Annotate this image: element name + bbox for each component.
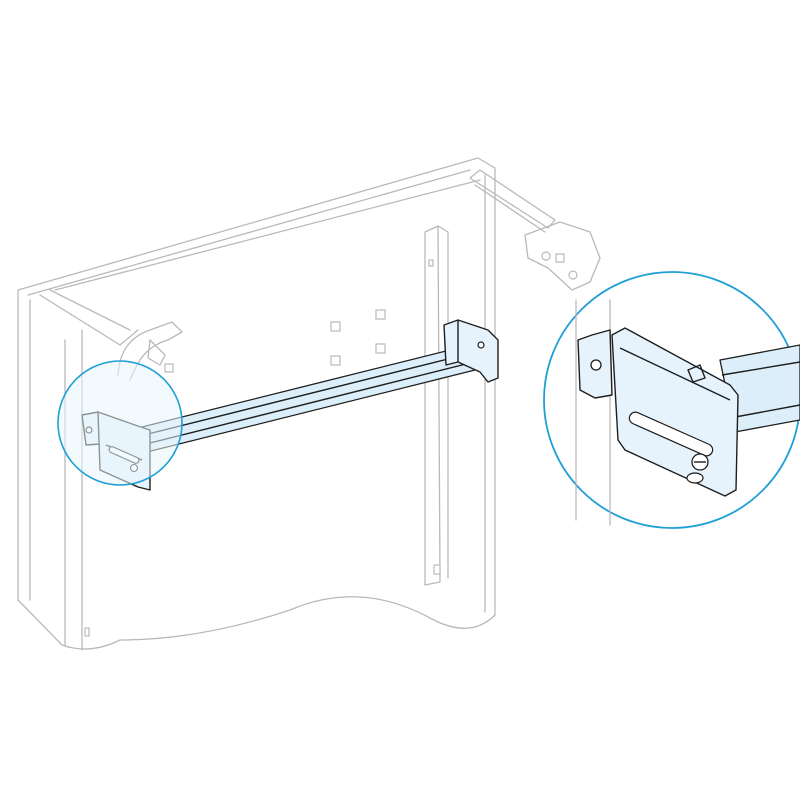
door-hinge xyxy=(469,169,601,291)
right-bracket xyxy=(443,319,499,383)
callout-source-circle xyxy=(57,360,183,486)
rail xyxy=(129,339,496,456)
detail-callout xyxy=(543,271,800,529)
